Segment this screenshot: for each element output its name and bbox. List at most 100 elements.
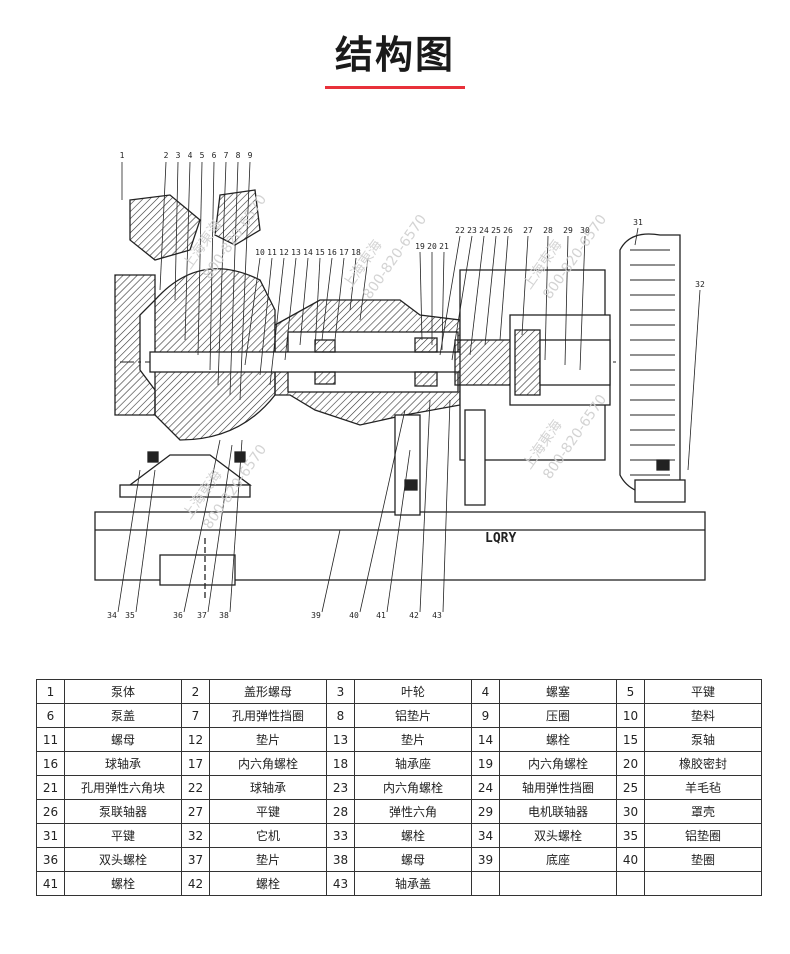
part-number-cell: 15 [616, 727, 645, 752]
part-number-cell: 11 [36, 727, 65, 752]
top-callout: 7 [224, 151, 229, 160]
part-number-cell: 24 [471, 775, 500, 800]
part-number-cell: 9 [471, 703, 500, 728]
top-callout: 12 [279, 248, 289, 257]
part-number-cell: 5 [616, 679, 645, 704]
bottom-callout: 35 [125, 611, 135, 620]
bottom-callout: 38 [219, 611, 229, 620]
top-callout: 18 [351, 248, 361, 257]
top-callout: 30 [580, 226, 590, 235]
part-name-cell: 平键 [64, 823, 182, 848]
bottom-callout: 40 [349, 611, 359, 620]
part-name-cell: 球轴承 [64, 751, 182, 776]
part-name-cell: 罩壳 [644, 799, 762, 824]
part-number-cell: 10 [616, 703, 645, 728]
top-callout: 8 [236, 151, 241, 160]
part-name-cell: 平键 [209, 799, 327, 824]
part-name-cell: 内六角螺栓 [209, 751, 327, 776]
bottom-callout: 34 [107, 611, 117, 620]
part-name-cell: 底座 [499, 847, 617, 872]
bottom-callout: 39 [311, 611, 321, 620]
part-name-cell: 螺栓 [64, 871, 182, 896]
top-callout: 3 [176, 151, 181, 160]
part-name-cell: 泵轴 [644, 727, 762, 752]
part-name-cell [499, 871, 617, 896]
part-name-cell: 铝垫片 [354, 703, 472, 728]
part-number-cell: 30 [616, 799, 645, 824]
part-name-cell: 弹性六角 [354, 799, 472, 824]
part-number-cell: 21 [36, 775, 65, 800]
part-number-cell: 12 [181, 727, 210, 752]
part-number-cell: 28 [326, 799, 355, 824]
top-callout: 10 [255, 248, 265, 257]
part-name-cell: 泵盖 [64, 703, 182, 728]
part-name-cell: 平键 [644, 679, 762, 704]
part-number-cell: 3 [326, 679, 355, 704]
part-name-cell: 泵体 [64, 679, 182, 704]
part-number-cell: 37 [181, 847, 210, 872]
part-name-cell: 螺母 [64, 727, 182, 752]
pump-structure-diagram: 上海東海 800-820-6570 上海東海 800-820-6570 上海東海… [94, 151, 706, 620]
part-number-cell [616, 871, 645, 896]
top-callout: 11 [267, 248, 277, 257]
part-number-cell: 2 [181, 679, 210, 704]
part-name-cell: 轴承盖 [354, 871, 472, 896]
part-number-cell: 7 [181, 703, 210, 728]
part-name-cell: 球轴承 [209, 775, 327, 800]
top-callout: 17 [339, 248, 349, 257]
top-callout: 13 [291, 248, 301, 257]
top-callout: 19 [415, 242, 425, 251]
part-number-cell: 41 [36, 871, 65, 896]
part-number-cell: 13 [326, 727, 355, 752]
top-callout: 2 [164, 151, 169, 160]
part-name-cell: 盖形螺母 [209, 679, 327, 704]
top-callout: 31 [633, 218, 643, 227]
part-name-cell: 垫料 [644, 703, 762, 728]
top-callout: 1 [120, 151, 125, 160]
top-callout: 20 [427, 242, 437, 251]
part-number-cell: 34 [471, 823, 500, 848]
part-number-cell: 43 [326, 871, 355, 896]
part-number-cell: 39 [471, 847, 500, 872]
top-callout: 27 [523, 226, 533, 235]
part-number-cell: 40 [616, 847, 645, 872]
top-callout: 16 [327, 248, 337, 257]
part-name-cell: 双头螺栓 [64, 847, 182, 872]
top-callout: 26 [503, 226, 513, 235]
part-number-cell: 8 [326, 703, 355, 728]
bottom-callout: 37 [197, 611, 207, 620]
bottom-callout: 43 [432, 611, 442, 620]
part-number-cell: 29 [471, 799, 500, 824]
part-name-cell: 垫圈 [644, 847, 762, 872]
part-number-cell [471, 871, 500, 896]
top-callout: 23 [467, 226, 477, 235]
bottom-callout: 41 [376, 611, 386, 620]
part-number-cell: 19 [471, 751, 500, 776]
top-callout: 14 [303, 248, 313, 257]
part-number-cell: 33 [326, 823, 355, 848]
top-callout: 29 [563, 226, 573, 235]
top-callout: 15 [315, 248, 325, 257]
part-name-cell [644, 871, 762, 896]
part-number-cell: 38 [326, 847, 355, 872]
part-number-cell: 35 [616, 823, 645, 848]
part-name-cell: 泵联轴器 [64, 799, 182, 824]
title-underline [325, 86, 465, 89]
part-name-cell: 叶轮 [354, 679, 472, 704]
part-number-cell: 31 [36, 823, 65, 848]
bottom-callout: 42 [409, 611, 419, 620]
part-name-cell: 内六角螺栓 [499, 751, 617, 776]
top-callout: 28 [543, 226, 553, 235]
part-name-cell: 螺栓 [499, 727, 617, 752]
part-number-cell: 32 [181, 823, 210, 848]
part-name-cell: 垫片 [354, 727, 472, 752]
